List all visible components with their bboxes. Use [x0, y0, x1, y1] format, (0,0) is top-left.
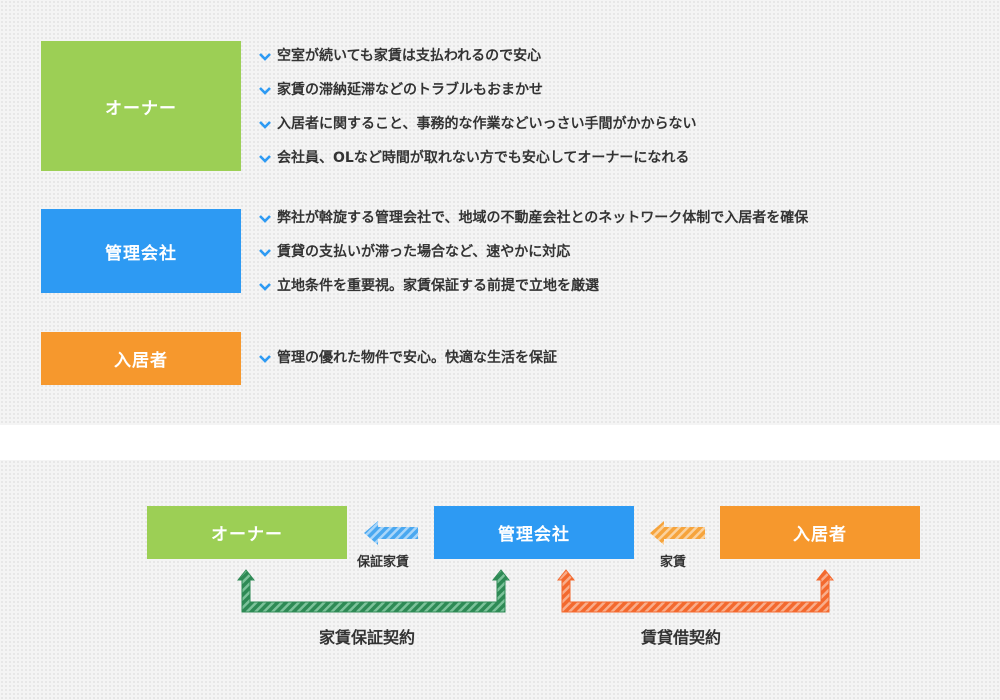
arrow-label-guaranteed-rent: 保証家賃	[357, 555, 410, 570]
check-icon	[259, 53, 271, 61]
arrow-label-rent: 家賃	[660, 555, 687, 570]
flow-box-owner: オーナー	[147, 506, 347, 559]
check-icon	[259, 121, 271, 129]
check-icon	[259, 283, 271, 291]
section-divider	[0, 425, 1000, 460]
flow-box-tenant: 入居者	[720, 506, 920, 559]
list-item: 入居者に関すること、事務的な作業などいっさい手間がかからない	[258, 107, 696, 141]
check-icon	[259, 355, 271, 363]
list-item: 立地条件を重要視。家賃保証する前提で立地を厳選	[258, 269, 808, 303]
contract-label-rent-guarantee: 家賃保証契約	[319, 628, 416, 647]
check-icon	[259, 155, 271, 163]
check-icon	[259, 215, 271, 223]
list-item: 弊社が斡旋する管理会社で、地域の不動産会社とのネットワーク体制で入居者を確保	[258, 201, 808, 235]
check-icon	[259, 87, 271, 95]
list-item: 会社員、OLなど時間が取れない方でも安心してオーナーになれる	[258, 141, 696, 175]
role-box-tenant: 入居者	[41, 332, 241, 385]
flow-label-tenant: 入居者	[793, 525, 847, 545]
list-item: 家賃の滞納延滞などのトラブルもおまかせ	[258, 73, 696, 107]
owner-benefit-list: 空室が続いても家賃は支払われるので安心 家賃の滞納延滞などのトラブルもおまかせ …	[258, 39, 696, 175]
role-box-management: 管理会社	[41, 209, 241, 293]
role-box-owner: オーナー	[41, 41, 241, 171]
role-label-owner: オーナー	[105, 98, 177, 119]
flow-box-management: 管理会社	[434, 506, 634, 559]
list-item: 管理の優れた物件で安心。快適な生活を保証	[258, 341, 557, 375]
contract-label-lease: 賃貸借契約	[641, 628, 722, 647]
flow-diagram-section	[0, 460, 1000, 700]
role-label-management: 管理会社	[105, 243, 177, 264]
tenant-benefit-list: 管理の優れた物件で安心。快適な生活を保証	[258, 341, 557, 375]
management-benefit-list: 弊社が斡旋する管理会社で、地域の不動産会社とのネットワーク体制で入居者を確保 賃…	[258, 201, 808, 303]
list-item: 空室が続いても家賃は支払われるので安心	[258, 39, 696, 73]
role-label-tenant: 入居者	[114, 351, 168, 371]
flow-label-management: 管理会社	[498, 525, 570, 545]
flow-label-owner: オーナー	[211, 525, 283, 545]
list-item: 賃貸の支払いが滞った場合など、速やかに対応	[258, 235, 808, 269]
check-icon	[259, 249, 271, 257]
